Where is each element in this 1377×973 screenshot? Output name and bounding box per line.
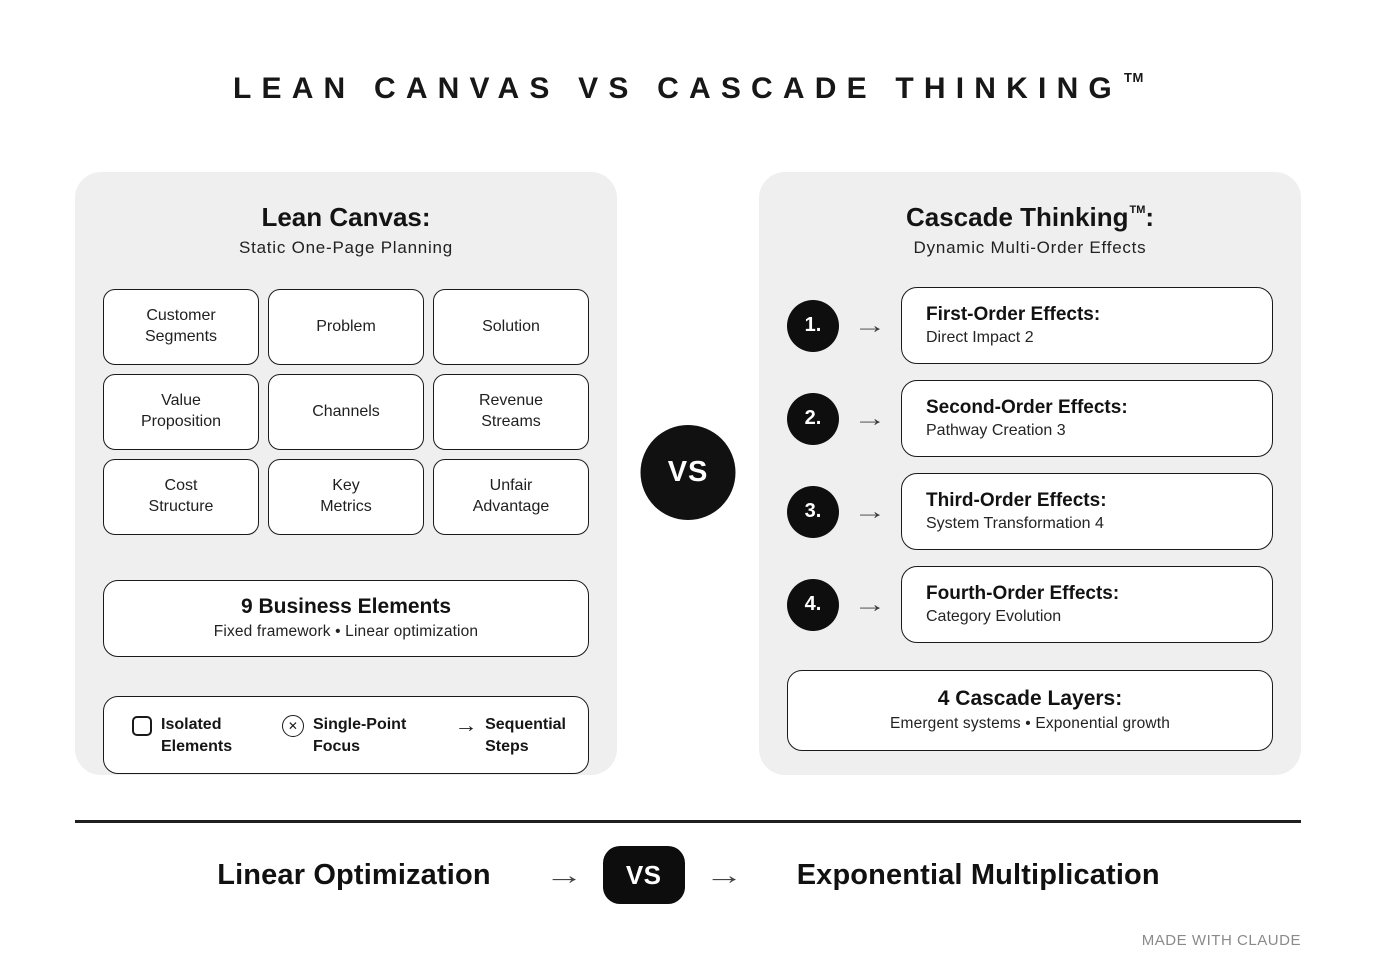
arrow-right-icon: → xyxy=(454,715,478,737)
arrow-right-icon: → xyxy=(704,859,744,890)
lean-canvas-subtitle: Static One-Page Planning xyxy=(239,238,453,257)
cascade-thinking-panel: Cascade ThinkingTM: Dynamic Multi-Order … xyxy=(759,172,1301,775)
cascade-box-title: Third-Order Effects: xyxy=(926,490,1107,511)
lean-summary-box: 9 Business Elements Fixed framework • Li… xyxy=(103,580,589,657)
cascade-summary-title: 4 Cascade Layers: xyxy=(937,687,1123,710)
grid-cell-channels: Channels xyxy=(268,374,424,450)
arrow-right-icon: → xyxy=(853,591,887,617)
square-icon xyxy=(132,716,152,736)
bottom-comparison-row: Linear Optimization → VS → Exponential M… xyxy=(0,846,1377,904)
lean-summary-subtitle: Fixed framework • Linear optimization xyxy=(213,623,479,640)
cascade-thinking-subtitle: Dynamic Multi-Order Effects xyxy=(913,238,1147,257)
legend-label: Isolated Elements xyxy=(161,716,233,756)
cascade-summary-box: 4 Cascade Layers: Emergent systems • Exp… xyxy=(787,670,1273,751)
cascade-row-fourth-order: 4. → Fourth-Order Effects: Category Evol… xyxy=(787,566,1273,643)
trademark-superscript: TM xyxy=(1129,204,1146,216)
grid-cell-unfair-advantage: Unfair Advantage xyxy=(433,459,589,535)
grid-cell-key-metrics: Key Metrics xyxy=(268,459,424,535)
legend-item-isolated-elements: Isolated Elements xyxy=(132,714,232,758)
linear-optimization-label: Linear Optimization xyxy=(217,858,491,891)
vs-badge-circle: VS xyxy=(640,425,736,520)
cascade-box-subtitle: Direct Impact 2 xyxy=(926,329,1034,346)
arrow-right-icon: → xyxy=(853,498,887,524)
grid-cell-cost-structure: Cost Structure xyxy=(103,459,259,535)
trademark-superscript: TM xyxy=(1123,70,1145,85)
cascade-box-title: Fourth-Order Effects: xyxy=(926,583,1120,604)
arrow-right-icon: → xyxy=(853,405,887,431)
grid-cell-solution: Solution xyxy=(433,289,589,365)
cascade-box-subtitle: Pathway Creation 3 xyxy=(926,422,1066,439)
cascade-row-third-order: 3. → Third-Order Effects: System Transfo… xyxy=(787,473,1273,550)
cascade-title-colon: : xyxy=(1145,202,1155,232)
legend-label: Single-Point Focus xyxy=(312,716,407,756)
made-with-claude-credit: MADE WITH CLAUDE xyxy=(1141,932,1301,949)
cascade-number-badge-1: 1. xyxy=(787,299,839,352)
legend-label: Sequential Steps xyxy=(485,716,566,756)
cascade-box-first-order: First-Order Effects: Direct Impact 2 xyxy=(901,287,1273,364)
grid-cell-revenue-streams: Revenue Streams xyxy=(433,374,589,450)
legend-item-single-point-focus: ✕ Single-Point Focus xyxy=(281,714,407,758)
cascade-number-badge-2: 2. xyxy=(787,392,839,445)
lean-legend-box: Isolated Elements ✕ Single-Point Focus →… xyxy=(103,696,589,775)
cascade-summary-subtitle: Emergent systems • Exponential growth xyxy=(890,715,1170,732)
page-title-text: LEAN CANVAS VS CASCADE THINKING xyxy=(232,72,1122,105)
cascade-row-second-order: 2. → Second-Order Effects: Pathway Creat… xyxy=(787,380,1273,457)
business-elements-grid: Customer Segments Problem Solution Value… xyxy=(103,289,589,535)
legend-item-sequential-steps: → Sequential Steps xyxy=(454,714,566,758)
cascade-thinking-title: Cascade ThinkingTM: xyxy=(787,202,1273,233)
cascade-box-third-order: Third-Order Effects: System Transformati… xyxy=(901,473,1273,550)
arrow-right-icon: → xyxy=(544,859,584,890)
cascade-box-subtitle: System Transformation 4 xyxy=(926,515,1104,532)
vs-badge-pill: VS xyxy=(602,846,685,904)
cascade-box-subtitle: Category Evolution xyxy=(926,608,1062,625)
lean-canvas-title: Lean Canvas: xyxy=(261,202,431,232)
exponential-multiplication-label: Exponential Multiplication xyxy=(796,858,1160,891)
cascade-number-badge-4: 4. xyxy=(787,578,839,631)
section-divider xyxy=(75,820,1301,823)
cascade-box-title: First-Order Effects: xyxy=(926,304,1101,325)
circle-x-icon: ✕ xyxy=(281,715,304,737)
lean-canvas-panel: Lean Canvas: Static One-Page Planning Cu… xyxy=(75,172,617,775)
arrow-right-icon: → xyxy=(853,312,887,338)
cascade-title-text: Cascade Thinking xyxy=(905,202,1129,232)
cascade-rows: 1. → First-Order Effects: Direct Impact … xyxy=(787,287,1273,643)
grid-cell-value-proposition: Value Proposition xyxy=(103,374,259,450)
grid-cell-customer-segments: Customer Segments xyxy=(103,289,259,365)
cascade-box-fourth-order: Fourth-Order Effects: Category Evolution xyxy=(901,566,1273,643)
cascade-box-second-order: Second-Order Effects: Pathway Creation 3 xyxy=(901,380,1273,457)
grid-cell-problem: Problem xyxy=(268,289,424,365)
cascade-box-title: Second-Order Effects: xyxy=(926,397,1128,418)
lean-summary-title: 9 Business Elements xyxy=(240,595,452,618)
cascade-row-first-order: 1. → First-Order Effects: Direct Impact … xyxy=(787,287,1273,364)
comparison-panels: Lean Canvas: Static One-Page Planning Cu… xyxy=(75,172,1301,775)
cascade-number-badge-3: 3. xyxy=(787,485,839,538)
